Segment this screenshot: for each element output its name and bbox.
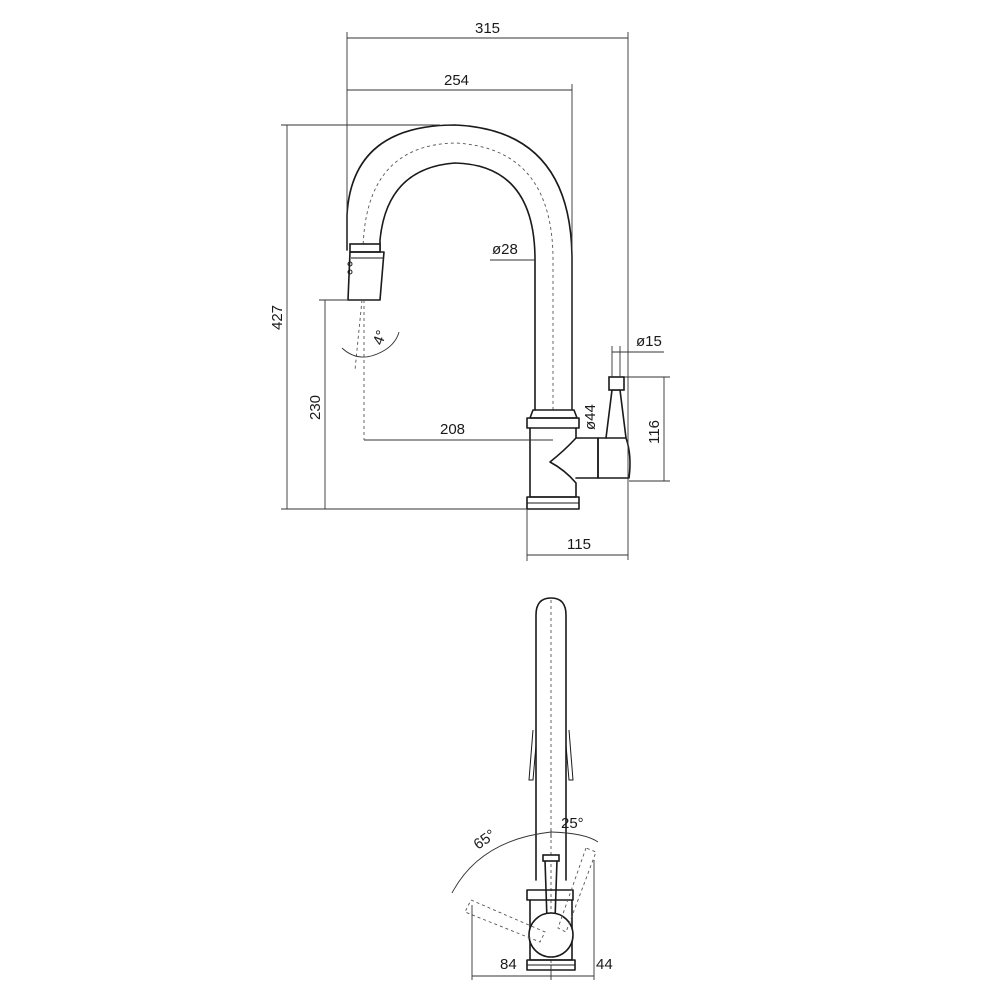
dim-body-depth: 115 — [526, 509, 628, 561]
dim-width-total-label: 315 — [475, 20, 500, 37]
dim-width-total: 315 — [346, 20, 629, 560]
swing-right-label: 44 — [596, 956, 613, 973]
rotation-right-label: 25° — [561, 815, 584, 832]
spray-angle-indicator: 4° — [341, 299, 400, 440]
dim-width-spout: 254 — [347, 72, 573, 410]
side-view: 4° 315 254 — [269, 20, 670, 561]
dim-height-total: 427 — [269, 124, 527, 510]
spray-head — [347, 243, 385, 301]
dim-height-spout: 230 — [307, 299, 348, 509]
front-handle-cap — [528, 912, 574, 958]
dim-diameter-handle: ø15 — [611, 333, 664, 377]
front-spout — [535, 597, 567, 881]
dim-diameter-handle-label: ø15 — [636, 333, 662, 350]
spray-angle-label: 4° — [370, 328, 391, 347]
dim-height-total-label: 427 — [269, 305, 286, 330]
dim-diameter-spout: ø28 — [490, 241, 535, 261]
spout-outline — [346, 124, 573, 411]
swing-left-label: 84 — [500, 956, 517, 973]
dim-handle-height: 116 — [624, 376, 670, 482]
dim-width-spout-label: 254 — [444, 72, 469, 89]
dim-swing: 84 44 — [471, 860, 613, 980]
dim-handle-height-label: 116 — [646, 420, 663, 444]
dim-body-depth-label: 115 — [567, 536, 591, 553]
dim-reach-label: 208 — [440, 421, 465, 438]
spout-centerline — [362, 142, 554, 410]
dim-reach: 208 — [364, 421, 553, 441]
dim-diameter-spout-label: ø28 — [492, 241, 518, 258]
lever-handle — [597, 376, 631, 479]
dim-diameter-body: ø44 — [582, 404, 599, 430]
front-view: 65° 25° 84 44 — [451, 597, 613, 980]
dim-height-spout-label: 230 — [307, 395, 324, 420]
dim-diameter-body-label: ø44 — [582, 404, 599, 430]
